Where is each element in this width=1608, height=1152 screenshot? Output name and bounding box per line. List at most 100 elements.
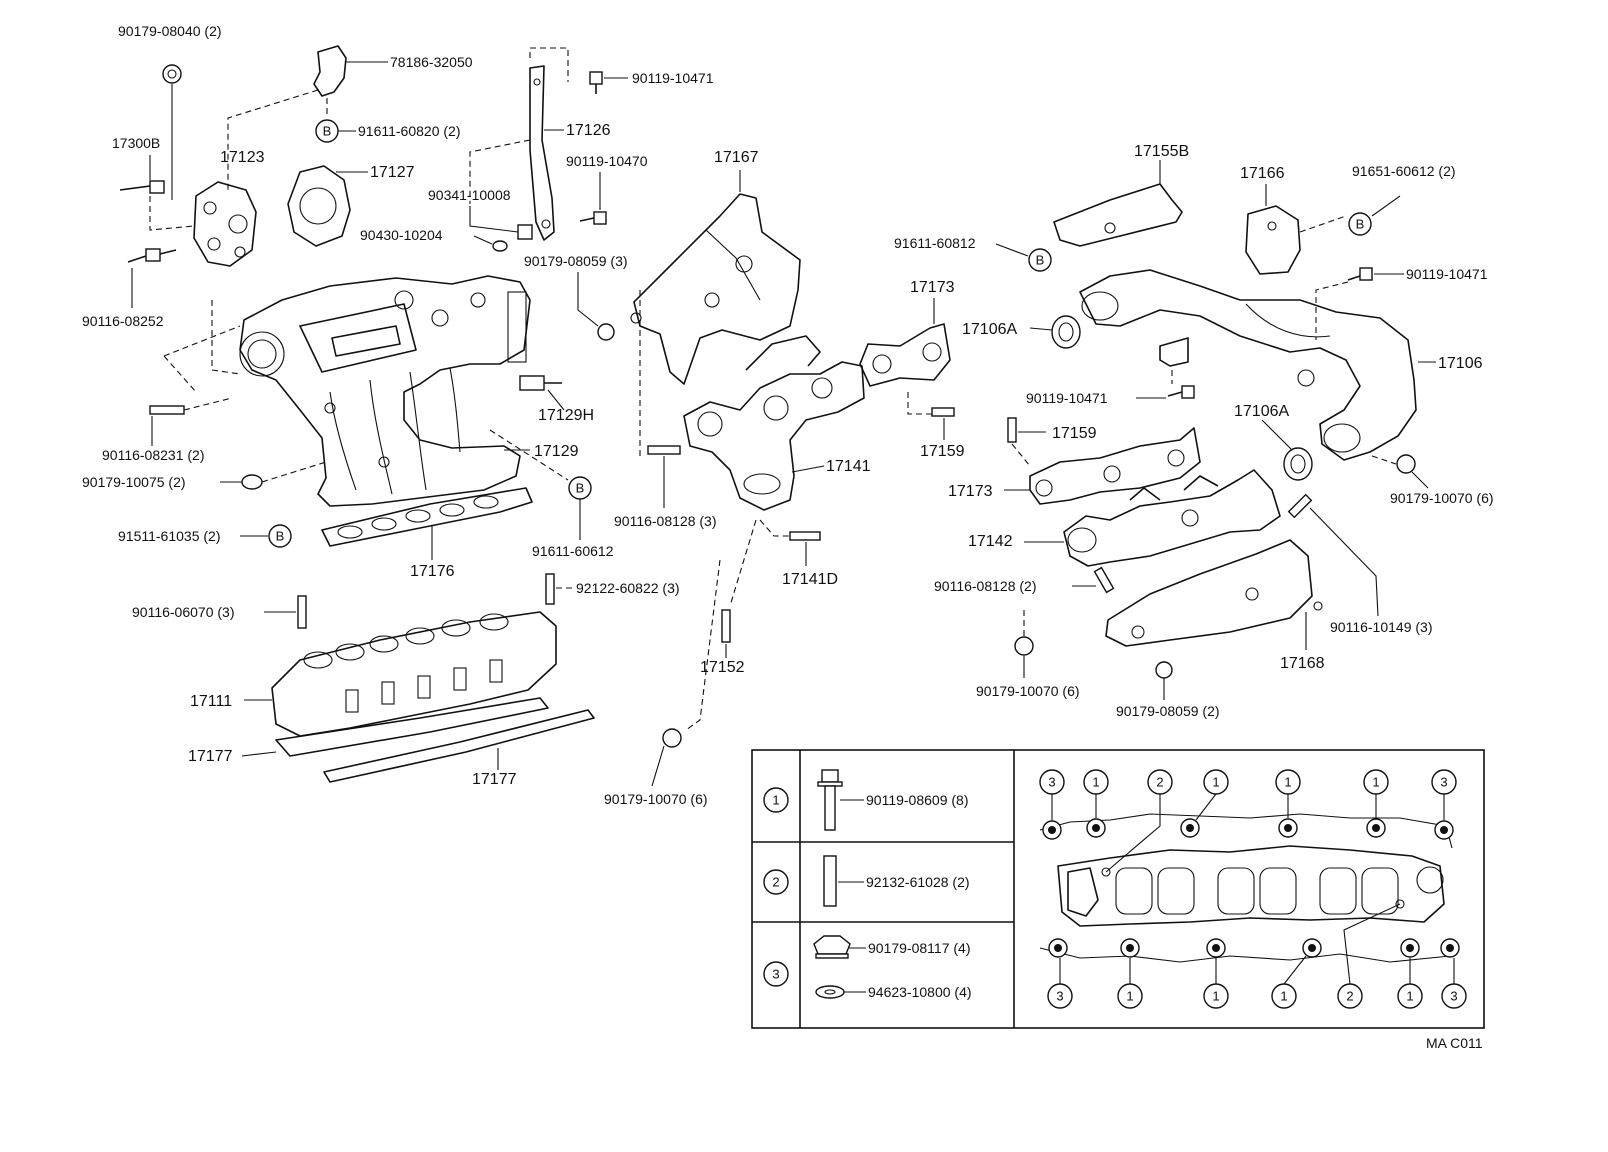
callout-17176: 17176 [410, 563, 455, 580]
heat-insulator-17155b [1053, 183, 1183, 247]
bolt-90119-08609 [817, 769, 843, 831]
nut-90179-10070-bottom [1014, 636, 1034, 656]
nut-90179-08059-3 [597, 323, 615, 341]
callout-91611-60612: 91611-60612 [532, 543, 614, 559]
callout-91611-60812: 91611-60812 [894, 235, 976, 251]
table-row3-part-a: 90179-08117 (4) [868, 940, 970, 956]
callout-17155b: 17155B [1134, 143, 1189, 160]
table-row1-part: 90119-08609 (8) [866, 792, 968, 808]
callout-90116-06070: 90116-06070 (3) [132, 604, 234, 620]
nut-90179-08040 [162, 64, 182, 200]
callout-17159-left: 17159 [920, 443, 965, 460]
gasket-top-callout-1 [1039, 769, 1065, 795]
callout-90119-10471-top: 90119-10471 [632, 70, 714, 86]
table-row1-number-circle [763, 787, 789, 813]
callout-90116-08128-2: 90116-08128 (2) [934, 578, 1036, 594]
gasket-bottom-callout-5 [1337, 983, 1363, 1009]
nut-90179-10070-center [662, 728, 682, 748]
callout-90341-10008: 90341-10008 [428, 187, 511, 203]
gasket-bottom-callout-7 [1441, 983, 1467, 1009]
bolt-90119-10470 [579, 211, 607, 225]
heat-insulator-17168 [1105, 539, 1323, 647]
gasket-17177-a [275, 697, 549, 757]
nut-90179-10070-right [1396, 454, 1416, 474]
bolt-90119-10471-mid [1167, 385, 1195, 399]
callout-90116-08252: 90116-08252 [82, 313, 164, 329]
callout-17177-b: 17177 [472, 771, 517, 788]
sensor-17129h [519, 375, 562, 391]
b-marker-circle-5 [1028, 248, 1052, 272]
callout-17106: 17106 [1438, 355, 1483, 372]
b-marker-label-2: B [276, 529, 285, 544]
callout-17141d: 17141D [782, 571, 838, 588]
stud-17141d [789, 531, 821, 541]
b-marker-circle-2 [268, 524, 292, 548]
table-row3-number-circle [763, 961, 789, 987]
exhaust-manifold-17142 [1063, 469, 1281, 567]
callout-90179-10070-right: 90179-10070 (6) [1390, 490, 1494, 506]
callout-92122-60822: 92122-60822 (3) [576, 580, 680, 596]
bolt-90119-10471-top [589, 71, 603, 94]
gasket-top-label-2: 1 [1092, 775, 1099, 790]
callout-90179-08059-3: 90179-08059 (3) [524, 253, 628, 269]
callout-17166: 17166 [1240, 165, 1285, 182]
callout-17127: 17127 [370, 164, 415, 181]
callout-17159-right: 17159 [1052, 425, 1097, 442]
b-marker-label: B [323, 124, 332, 139]
callout-90179-08059-2: 90179-08059 (2) [1116, 703, 1220, 719]
drawing-code: MA C011 [1426, 1035, 1483, 1051]
callout-17129h: 17129H [538, 407, 594, 424]
callout-17300b: 17300B [112, 135, 160, 151]
callout-17173-right: 17173 [948, 483, 993, 500]
gasket-bottom-callout-1 [1047, 983, 1073, 1009]
callout-17111: 17111 [190, 693, 232, 710]
gasket-plan-view [1039, 813, 1453, 963]
gasket-top-callout-2 [1083, 769, 1109, 795]
callout-17168: 17168 [1280, 655, 1325, 672]
b-marker-circle-4 [1348, 212, 1372, 236]
bracket-17166 [1245, 205, 1301, 275]
stud-90116-06070 [297, 595, 307, 629]
callout-91611-60820: 91611-60820 (2) [358, 123, 460, 139]
gasket-top-callout-3 [1147, 769, 1173, 795]
callout-91651-60612: 91651-60612 (2) [1352, 163, 1456, 179]
gasket-bottom-label-3: 1 [1212, 989, 1219, 1004]
callout-90179-08040: 90179-08040 (2) [118, 23, 222, 39]
gasket-17173-left [859, 323, 951, 387]
bracket-78186-32050 [313, 45, 347, 97]
callout-17129: 17129 [534, 443, 579, 460]
callout-17152: 17152 [700, 659, 745, 676]
nut-90179-08059-2 [1155, 661, 1173, 679]
b-marker-label-3: B [576, 481, 585, 496]
callout-17142: 17142 [968, 533, 1013, 550]
stud-17152 [721, 609, 731, 643]
bolt-table: 1 90119-08609 (8) 2 92132-61028 (2) 3 90… [751, 749, 1485, 1029]
callout-91511-61035: 91511-61035 (2) [118, 528, 220, 544]
gasket-bottom-callout-2 [1117, 983, 1143, 1009]
gasket-bottom-label-6: 1 [1406, 989, 1413, 1004]
washer-90430-10204 [492, 240, 508, 252]
callout-90179-10070-center: 90179-10070 (6) [604, 791, 708, 807]
bolt-90119-10471-right [1347, 267, 1373, 281]
callout-90119-10470: 90119-10470 [566, 153, 648, 169]
gasket-17127 [287, 165, 351, 247]
callout-17141: 17141 [826, 458, 871, 475]
gasket-top-label-4: 1 [1212, 775, 1219, 790]
stud-92132-61028 [823, 855, 837, 907]
table-row1-number: 1 [772, 793, 779, 808]
gasket-top-label-1: 3 [1048, 775, 1055, 790]
table-row3-part-b: 94623-10800 (4) [868, 984, 972, 1000]
intake-plenum-17129 [239, 275, 531, 507]
stud-17159-right [1007, 417, 1017, 443]
callout-17126: 17126 [566, 122, 611, 139]
gasket-bottom-label-5: 2 [1346, 989, 1353, 1004]
table-row2-number-circle [763, 869, 789, 895]
b-marker-label-4: B [1356, 217, 1365, 232]
stud-92122-60822 [545, 573, 555, 605]
stay-17126 [529, 65, 555, 241]
callout-17106a-upper: 17106A [962, 321, 1017, 338]
callout-17177-a: 17177 [188, 748, 233, 765]
callout-90116-10149: 90116-10149 (3) [1330, 619, 1432, 635]
heat-insulator-17167 [630, 193, 801, 385]
